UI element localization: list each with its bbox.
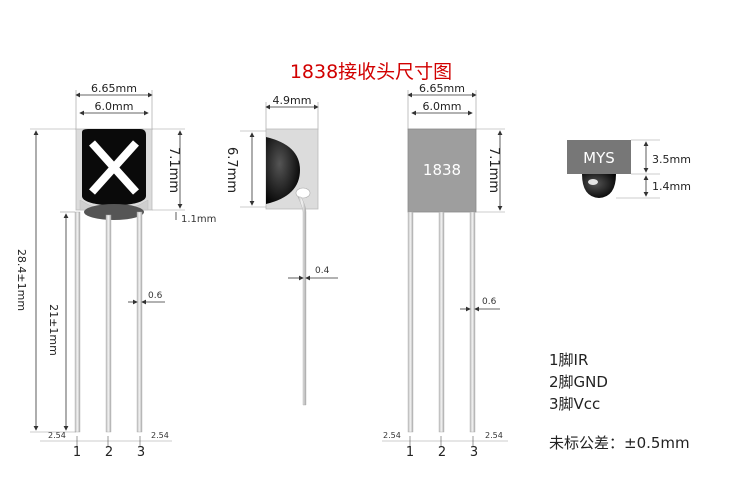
front-lead-2 [105, 214, 112, 433]
front-lead-width: 0.6 [148, 291, 163, 301]
front-pin-label: 2 [105, 445, 113, 460]
top-view: MYS 3.5mm 1.4mm [567, 139, 691, 199]
side-depth: 4.9mm [273, 94, 312, 107]
back-marking: 1838 [423, 161, 461, 179]
front-total-height: 28.4±1mm [15, 249, 28, 311]
pinout-item: 2脚GND [549, 373, 608, 391]
back-pin-label: 1 [406, 445, 414, 460]
back-lead-2 [438, 211, 445, 433]
back-lead-1 [407, 211, 414, 433]
top-body [567, 140, 631, 174]
top-height-body: 3.5mm [652, 153, 691, 166]
front-lead-length: 21±1mm [47, 304, 60, 356]
back-pitch-left: 2.54 [383, 431, 401, 440]
diagram-title: 1838接收头尺寸图 [290, 61, 452, 83]
pinout-item: 1脚IR [549, 351, 588, 369]
front-pin-label: 1 [73, 445, 81, 460]
front-pin-label: 3 [137, 445, 145, 460]
back-pin-label: 3 [470, 445, 478, 460]
back-body [407, 128, 477, 213]
back-pin-label: 2 [438, 445, 446, 460]
front-height-body: 7.1mm [166, 147, 181, 193]
top-marking: MYS [583, 149, 615, 167]
front-lead-3 [136, 211, 143, 433]
front-lead-1 [74, 211, 81, 433]
front-pitch-right: 2.54 [151, 431, 169, 440]
side-lead [297, 196, 307, 406]
front-width-inner: 6.0mm [95, 100, 134, 113]
back-lead-width: 0.6 [482, 297, 497, 307]
back-lead-3 [469, 211, 476, 433]
back-width-outer: 6.65mm [419, 82, 465, 95]
back-pitch-right: 2.54 [485, 431, 503, 440]
top-dome [582, 174, 616, 198]
tolerance-note: 未标公差：±0.5mm [549, 434, 690, 452]
top-height-dome: 1.4mm [652, 180, 691, 193]
front-bottom-offset: 1.1mm [181, 214, 216, 225]
pinout-item: 3脚Vcc [549, 395, 600, 413]
front-width-outer: 6.65mm [91, 82, 137, 95]
side-lead-thickness: 0.4 [315, 266, 330, 276]
side-height: 6.7mm [224, 147, 239, 193]
back-view: 6.65mm 6.0mm 1838 7.1mm 0.6 2.54 2.54 1 … [382, 82, 508, 460]
front-pitch-left: 2.54 [48, 431, 66, 440]
back-height-body: 7.1mm [486, 147, 501, 193]
front-view: 6.65mm 6.0mm 7.1mm 1.1mm 28.4±1mm 21±1mm [15, 82, 216, 460]
side-view: 4.9mm 6.7mm 0.4 [224, 94, 338, 406]
side-dome [266, 137, 300, 204]
back-width-inner: 6.0mm [423, 100, 462, 113]
pinout-legend: 1脚IR 2脚GND 3脚Vcc 未标公差：±0.5mm [549, 351, 690, 452]
